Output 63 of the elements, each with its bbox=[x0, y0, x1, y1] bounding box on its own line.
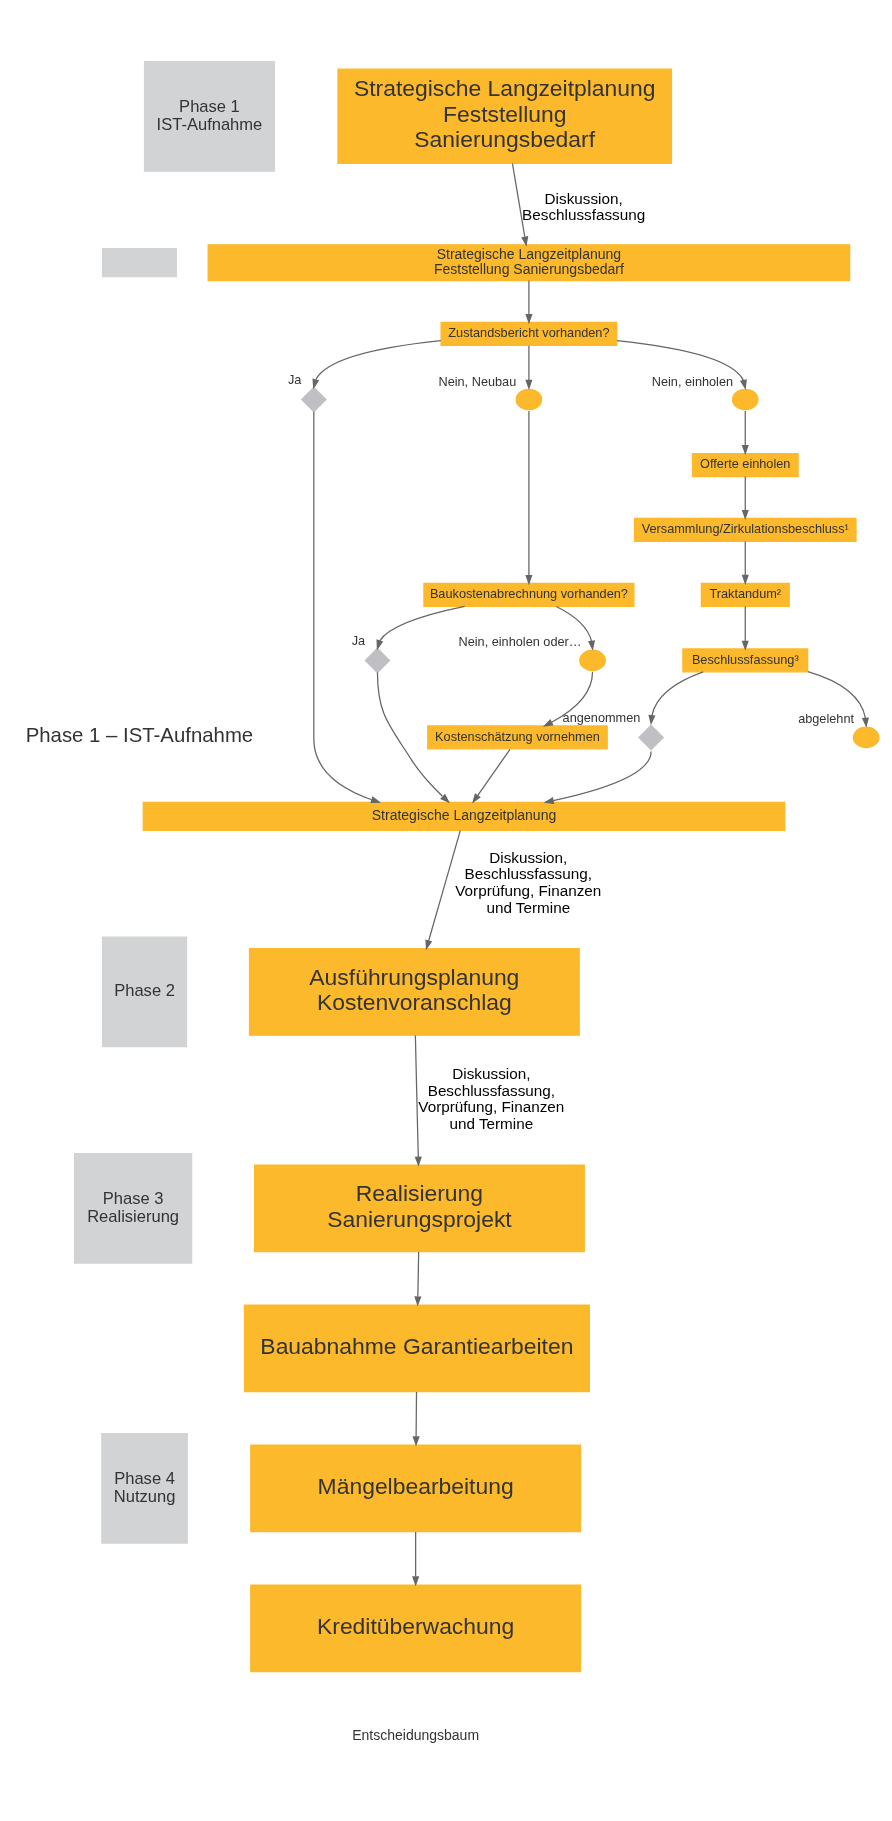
node-diamond bbox=[637, 724, 664, 751]
node-circle bbox=[578, 649, 606, 672]
node-circle bbox=[515, 388, 542, 411]
node-diamond bbox=[300, 386, 327, 413]
node-box: Phase 2 bbox=[101, 936, 187, 1048]
label: Phase 1 – IST-Aufnahme bbox=[25, 724, 253, 747]
node-box: Realisierung Sanierungsprojekt bbox=[253, 1164, 585, 1253]
node-box: Bauabnahme Garantiearbeiten bbox=[243, 1304, 590, 1393]
node-circle bbox=[852, 726, 880, 749]
node-box: Versammlung/Zirkulationsbeschluss¹ bbox=[633, 517, 857, 543]
node-label: angenommen bbox=[562, 709, 640, 725]
arrow bbox=[511, 162, 528, 247]
arrow bbox=[741, 475, 749, 521]
node-label: Nein, einholen oder… bbox=[457, 634, 582, 650]
node-box: Zustandsbericht vorhanden? bbox=[439, 321, 617, 347]
arrow bbox=[413, 1251, 421, 1307]
arrow bbox=[615, 340, 747, 390]
arrow bbox=[741, 410, 749, 456]
arrow bbox=[471, 748, 511, 804]
node-label: Nein, Neubau bbox=[437, 373, 516, 389]
node-box: Traktandum² bbox=[700, 582, 790, 607]
node-box: Ausführungsplanung Kostenvoranschlag bbox=[248, 948, 580, 1036]
arrow bbox=[311, 340, 441, 390]
node-box: Phase 3 Realisierung bbox=[73, 1152, 192, 1264]
node-diamond bbox=[363, 647, 390, 674]
edge-label: Diskussion, Beschlussfassung bbox=[521, 189, 645, 224]
node-box: Strategische Langzeitplanung Feststellung Sanierungsbedarf bbox=[207, 244, 850, 282]
node-box: Strategische Langzeitplanung bbox=[142, 801, 785, 831]
node-label: Nein, einholen bbox=[651, 373, 733, 389]
arrow bbox=[411, 1531, 419, 1587]
node-box: Offerte einholen bbox=[691, 452, 799, 478]
arrow bbox=[424, 829, 461, 951]
arrow bbox=[524, 345, 532, 390]
node-box: Kreditüberwachung bbox=[249, 1584, 581, 1673]
edge-label: Diskussion, Beschlussfassung, Vorprüfung, Finanzen und Termine bbox=[454, 848, 601, 916]
edge-label: Diskussion, Beschlussfassung, Vorprüfung, Finanzen und Termine bbox=[417, 1065, 564, 1132]
arrow bbox=[741, 605, 749, 651]
arrow bbox=[542, 671, 593, 727]
arrow bbox=[555, 605, 595, 651]
node-box: Mängelbearbeitung bbox=[249, 1444, 581, 1533]
node-box: Kostenschätzung vornehmen bbox=[426, 725, 608, 750]
arrow bbox=[376, 605, 465, 651]
node-label: Ja bbox=[351, 632, 365, 648]
node-circle bbox=[731, 388, 759, 411]
arrow bbox=[806, 670, 869, 728]
arrow bbox=[312, 410, 381, 804]
node-box: Baukostenabrechnung vorhanden? bbox=[422, 582, 635, 607]
arrow bbox=[524, 279, 532, 325]
arrow bbox=[741, 540, 749, 585]
arrow bbox=[524, 410, 532, 586]
node-box: Strategische Langzeitplanung Feststellung Sanierungsbedarf bbox=[336, 68, 672, 165]
label: Entscheidungsbaum bbox=[351, 1727, 479, 1744]
arrow bbox=[376, 671, 450, 804]
node-label: abgelehnt bbox=[797, 711, 854, 727]
node-box: Phase 1 IST-Aufnahme bbox=[143, 60, 275, 172]
arrow bbox=[647, 671, 704, 726]
node-box bbox=[101, 248, 177, 278]
node-box: Beschlussfassung³ bbox=[681, 648, 808, 673]
arrow bbox=[414, 1034, 422, 1167]
arrow bbox=[543, 750, 652, 805]
node-box: Phase 4 Nutzung bbox=[100, 1432, 188, 1544]
node-label: Ja bbox=[287, 371, 301, 387]
arrow bbox=[412, 1391, 420, 1447]
